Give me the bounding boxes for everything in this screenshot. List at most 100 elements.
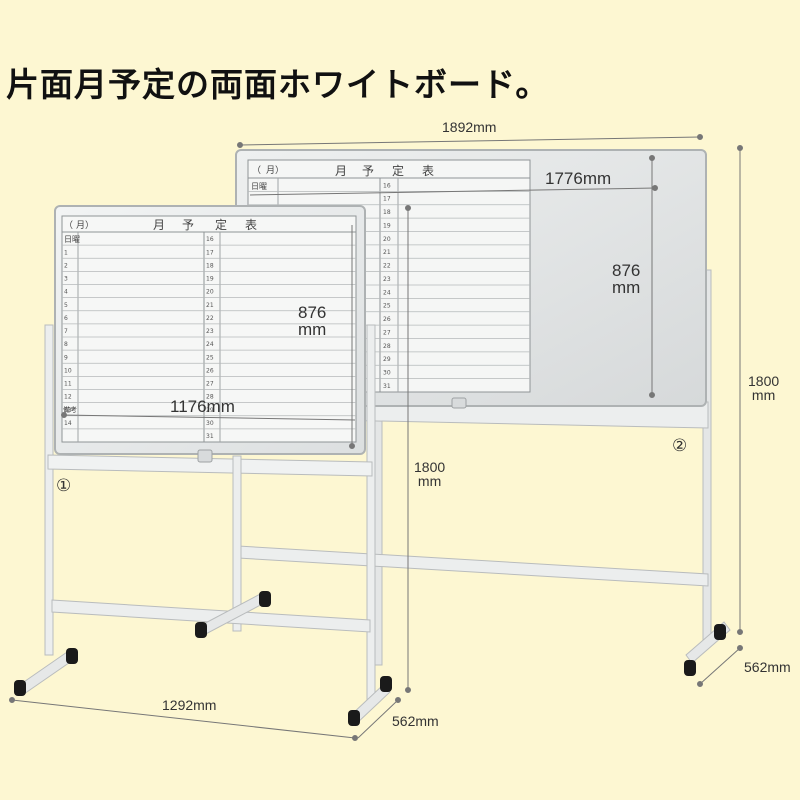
- board1-day-numbers: 1234567891011121314161718192021222324252…: [64, 236, 214, 440]
- board2-casters: [684, 624, 726, 676]
- board2-day-number: 30: [383, 370, 391, 377]
- board2-lower-crossbar: [237, 545, 709, 587]
- dim-height-right-unit: mm: [751, 387, 776, 403]
- board2-clip: [451, 397, 467, 409]
- board2-day-numbers: 16 17 18 19 20 21 22 23 24 25 26 27 28 29 30 31: [383, 182, 391, 390]
- board2-day-number: 16: [383, 182, 391, 189]
- dim-board1-width: 1176mm: [170, 397, 235, 416]
- board1-day-number: 26: [206, 367, 214, 374]
- board1-day-number: 25: [206, 354, 214, 361]
- board2-header-yo: 予: [362, 164, 374, 178]
- dim-height-mid-num: 1800: [414, 459, 446, 475]
- board1-header-month-paren: 月）: [76, 220, 94, 231]
- board1-casters: [14, 591, 392, 726]
- board1-day-number: 14: [64, 420, 72, 427]
- page-title: 片面月予定の両面ホワイトボード。: [6, 65, 550, 104]
- board2-header-tei: 定: [392, 163, 404, 178]
- board1-header-hyo: 表: [245, 218, 257, 232]
- board1-header-yo: 予: [182, 218, 194, 232]
- board2-day-number: 23: [383, 276, 391, 283]
- board1-day-number: 8: [64, 341, 68, 348]
- board1-left-leg: [44, 324, 54, 656]
- board1-lower-crossbar: [51, 599, 371, 633]
- board2-header-tsuki: 月: [335, 164, 347, 178]
- board2-day-number: 31: [383, 383, 391, 390]
- board1-day-number: 2: [64, 262, 68, 269]
- dim-board1-height-unit: mm: [298, 320, 327, 339]
- board1-day-number: 11: [64, 381, 72, 388]
- board1-day-number: 16: [206, 236, 214, 243]
- board2-header-paren: （: [252, 165, 261, 176]
- board1-day-number: 21: [206, 302, 214, 309]
- board1-day-number: 13: [64, 407, 72, 414]
- board2-day-number: 17: [383, 196, 391, 203]
- board1-day-number: 29: [206, 407, 214, 414]
- dim-height-mid-unit: mm: [417, 473, 442, 489]
- dim-height-right-num: 1800: [748, 373, 780, 389]
- board2-day-number: 20: [383, 236, 391, 243]
- dim-depth-back: 562mm: [744, 659, 791, 675]
- dim-base-width: 1292mm: [162, 697, 217, 713]
- board2-day-number: 24: [383, 289, 391, 296]
- board1-day-number: 18: [206, 262, 214, 269]
- dim-height-right: 1800 mm: [748, 374, 779, 402]
- whiteboard-1: （ 月） 月 予 定 表 日曜 備考 123456789101112131416…: [14, 205, 392, 726]
- dim-top-width: 1892mm: [442, 119, 497, 135]
- dim-board1-height-num: 876: [298, 303, 327, 322]
- dim-board1-height: 876 mm: [298, 304, 326, 338]
- board1-day-number: 28: [206, 394, 214, 401]
- board1-upper-crossbar: [47, 454, 373, 477]
- board1-schedule-panel: [61, 215, 357, 443]
- board2-day-number: 25: [383, 303, 391, 310]
- board1-day-number: 23: [206, 328, 214, 335]
- board1-right-leg: [366, 324, 376, 706]
- marker-board-2: ②: [672, 436, 688, 456]
- board1-row-lines: [62, 244, 356, 430]
- board1-row-label-sunday: 日曜: [64, 235, 80, 244]
- board1-day-number: 19: [206, 276, 214, 283]
- board1-day-number: 7: [64, 328, 68, 335]
- board1-clip: [197, 449, 213, 463]
- dim-board2-height: 876 mm: [612, 262, 640, 296]
- board1-day-number: 24: [206, 341, 214, 348]
- board2-day-number: 19: [383, 222, 391, 229]
- board1-header-tei: 定: [215, 217, 227, 232]
- board2-day-number: 29: [383, 356, 391, 363]
- board1-day-number: 22: [206, 315, 214, 322]
- board1-day-number: 20: [206, 289, 214, 296]
- board1-day-number: 6: [64, 315, 68, 322]
- board1-day-number: 10: [64, 367, 72, 374]
- board2-day-number: 21: [383, 249, 391, 256]
- dim-height-mid: 1800 mm: [414, 460, 445, 488]
- board1-day-number: 27: [206, 381, 214, 388]
- board1-header-paren: （: [64, 220, 73, 231]
- board1-day-number: 31: [206, 433, 214, 440]
- board1-row-label-notes: 備考: [63, 405, 77, 414]
- board1-header-tsuki: 月: [153, 218, 165, 232]
- board2-header-hyo: 表: [422, 164, 434, 178]
- dim-board2-height-unit: mm: [612, 278, 641, 297]
- dim-inner-width: 1776mm: [545, 169, 612, 188]
- board2-day-number: 28: [383, 343, 391, 350]
- board1-center-post: [232, 455, 242, 632]
- board2-day-number: 22: [383, 263, 391, 270]
- dim-board2-height-num: 876: [612, 261, 641, 280]
- board2-day-number: 27: [383, 329, 391, 336]
- dimension-lines: [9, 134, 743, 741]
- board2-row-label-sunday: 日曜: [251, 182, 267, 191]
- marker-board-1: ①: [56, 476, 72, 496]
- board1-day-number: 17: [206, 249, 214, 256]
- board2-day-number: 26: [383, 316, 391, 323]
- board1-day-number: 4: [64, 289, 68, 296]
- board1-day-number: 30: [206, 420, 214, 427]
- board1-day-number: 9: [64, 354, 68, 361]
- board1-day-number: 5: [64, 302, 68, 309]
- board1-day-number: 12: [64, 394, 72, 401]
- board2-header-month-paren: 月）: [266, 165, 284, 176]
- board1-day-number: 3: [64, 276, 68, 283]
- board2-day-number: 18: [383, 209, 391, 216]
- board1-day-number: 1: [64, 249, 68, 256]
- dim-depth-front: 562mm: [392, 713, 439, 729]
